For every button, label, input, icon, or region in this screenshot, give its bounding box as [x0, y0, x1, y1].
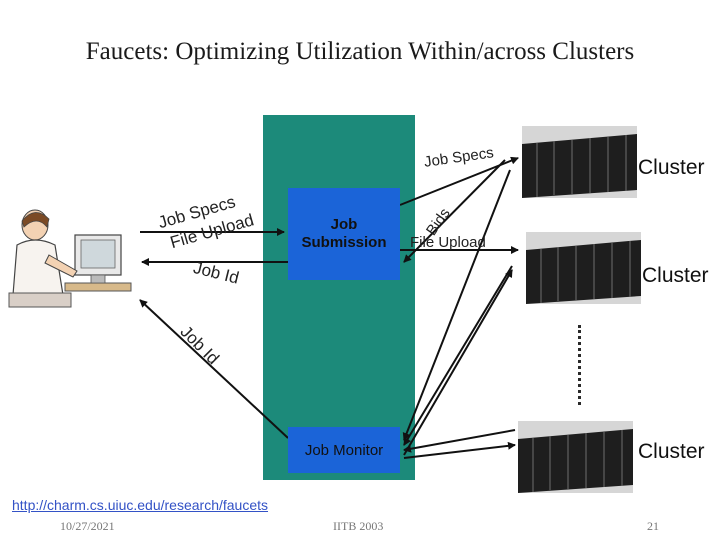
cluster-server-icon: [526, 232, 641, 304]
arrow-monitor-to-cluster-2: [403, 269, 513, 456]
user-at-computer-icon: [8, 209, 132, 308]
arrow-monitor-to-cluster-3: [403, 441, 516, 459]
footer-page-number: 21: [647, 519, 659, 533]
faucets-url-link[interactable]: http://charm.cs.uiuc.edu/research/faucet…: [12, 497, 269, 513]
arrow-monitor-to-user: [139, 299, 289, 439]
faucets-server-panel: [263, 115, 415, 480]
slide-title: Faucets: Optimizing Utilization Within/a…: [85, 38, 635, 65]
arrow-cluster-2-to-monitor: [403, 265, 513, 446]
label-right-file-upload: File Upload: [410, 234, 486, 251]
cluster-server-icon: [522, 126, 637, 198]
cluster-label-2: Cluster: [642, 264, 709, 287]
cluster-label-1: Cluster: [638, 156, 705, 179]
cluster-label-3: Cluster: [638, 440, 705, 463]
cluster-server-icon: [518, 421, 633, 493]
job-monitor-box: Job Monitor: [288, 427, 400, 473]
more-clusters-dotted-line: [578, 325, 581, 405]
arrow-cluster-3-to-monitor: [403, 429, 516, 453]
arrow-cluster-1-to-monitor: [402, 169, 511, 441]
job-submission-label-1: Job: [330, 216, 358, 233]
footer-date: 10/27/2021: [60, 519, 115, 533]
arrow-cluster-1-bids: [403, 159, 506, 263]
job-submission-label-2: Submission: [301, 234, 387, 251]
job-submission-box: Job Submission: [288, 188, 400, 280]
footer-venue: IITB 2003: [333, 519, 384, 533]
